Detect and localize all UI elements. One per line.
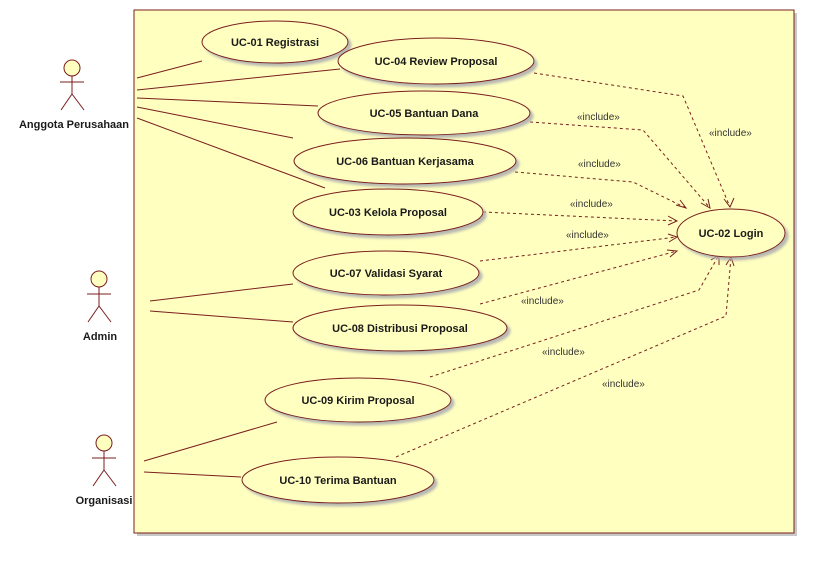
usecase-uc03-shape: [292, 188, 484, 236]
usecase-uc04: UC-04 Review Proposal: [337, 37, 535, 85]
actor-organisasi-left-leg: [92, 469, 105, 487]
usecase-uc07: UC-07 Validasi Syarat: [292, 250, 480, 296]
include-label-uc04: «include»: [709, 128, 752, 139]
assoc-anggota-uc05: [136, 97, 319, 107]
usecase-uc06: UC-06 Bantuan Kerjasama: [293, 137, 517, 185]
actor-organisasi: [92, 434, 117, 487]
actor-organisasi-right-leg: [103, 469, 117, 487]
actor-admin-left-leg: [87, 305, 100, 323]
usecase-uc05-label: UC-05 Bantuan Dana: [370, 108, 480, 120]
include-uc08-uc02: [479, 250, 678, 305]
assoc-organisasi-uc09: [143, 421, 278, 462]
usecase-uc02-label: UC-02 Login: [699, 228, 764, 240]
arrowhead-uc04: [723, 197, 735, 208]
arrowhead-uc05: [700, 198, 711, 209]
usecase-uc10-shape: [241, 456, 435, 504]
assoc-admin-uc07: [149, 283, 294, 302]
usecase-uc06-label: UC-06 Bantuan Kerjasama: [336, 156, 474, 168]
usecase-uc04-label: UC-04 Review Proposal: [375, 56, 498, 68]
arrowhead-uc06: [675, 199, 688, 209]
include-labels: «include» «include» «include» «include» …: [521, 112, 752, 390]
arrowhead-uc03: [667, 215, 679, 226]
include-uc03-uc02: [482, 211, 678, 222]
usecase-uc04-shape: [337, 37, 535, 85]
associations: [136, 60, 341, 478]
usecase-uc08: UC-08 Distribusi Proposal: [292, 304, 508, 352]
usecase-uc02-shape: [676, 208, 786, 258]
include-label-uc07: «include»: [566, 230, 609, 241]
usecase-uc08-shape: [292, 304, 508, 352]
actor-anggota-label: Anggota Perusahaan: [19, 119, 129, 131]
usecase-uc09-shape: [264, 377, 452, 423]
usecase-uc01-label: UC-01 Registrasi: [231, 37, 319, 49]
include-label-uc06: «include»: [578, 159, 621, 170]
use-cases: UC-01 Registrasi UC-04 Review Proposal U…: [201, 20, 786, 504]
assoc-anggota-uc04: [136, 68, 341, 91]
actor-admin-right-leg: [98, 305, 112, 323]
actor-admin: [87, 270, 112, 323]
include-label-uc08: «include»: [521, 296, 564, 307]
actor-organisasi-label: Organisasi: [76, 495, 133, 507]
include-dependencies: [395, 72, 732, 458]
usecase-uc07-label: UC-07 Validasi Syarat: [330, 268, 443, 280]
actor-anggota-left-leg: [60, 93, 73, 111]
include-uc09-uc02: [429, 254, 720, 378]
include-label-uc10: «include»: [602, 379, 645, 390]
arrowhead-uc07: [667, 233, 679, 243]
actor-anggota-right-leg: [71, 93, 85, 111]
include-uc06-uc02: [514, 171, 687, 209]
usecase-uc03-label: UC-03 Kelola Proposal: [329, 207, 447, 219]
assoc-organisasi-uc10: [143, 471, 242, 478]
actor-anggota-perusahaan: [60, 59, 85, 111]
assoc-admin-uc08: [149, 310, 294, 323]
usecase-uc05-shape: [317, 90, 531, 136]
actor-admin-label: Admin: [83, 331, 118, 343]
usecase-uc02: UC-02 Login: [676, 208, 786, 258]
include-uc10-uc02: [395, 256, 732, 458]
usecase-uc08-label: UC-08 Distribusi Proposal: [332, 323, 468, 335]
assoc-anggota-uc06: [136, 106, 294, 139]
usecase-uc10-label: UC-10 Terima Bantuan: [279, 475, 396, 487]
actor-anggota-head: [63, 59, 81, 77]
usecase-uc10: UC-10 Terima Bantuan: [241, 456, 435, 504]
usecase-uc09-label: UC-09 Kirim Proposal: [301, 395, 414, 407]
actor-organisasi-head: [95, 434, 113, 452]
usecase-uc03: UC-03 Kelola Proposal: [292, 188, 484, 236]
include-label-uc09: «include»: [542, 347, 585, 358]
include-uc04-uc02: [533, 72, 731, 208]
assoc-anggota-uc01: [136, 60, 203, 79]
include-uc05-uc02: [529, 121, 711, 209]
usecase-uc01: UC-01 Registrasi: [201, 20, 349, 64]
include-label-uc03: «include»: [570, 199, 613, 210]
include-label-uc05: «include»: [577, 112, 620, 123]
actor-admin-head: [90, 270, 108, 288]
arrowhead-uc08: [666, 249, 679, 258]
usecase-uc01-shape: [201, 20, 349, 64]
assoc-anggota-uc03: [136, 117, 326, 189]
usecase-uc05: UC-05 Bantuan Dana: [317, 90, 531, 136]
usecase-uc06-shape: [293, 137, 517, 185]
usecase-uc07-shape: [292, 250, 480, 296]
usecase-uc09: UC-09 Kirim Proposal: [264, 377, 452, 423]
